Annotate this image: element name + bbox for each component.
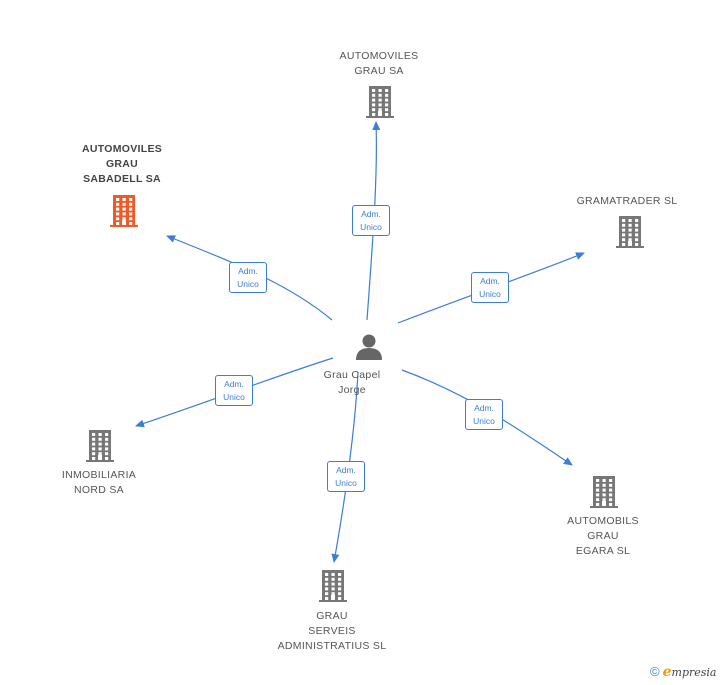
company-label-automoviles-grau-sabadell-sa[interactable]: AUTOMOVILES GRAU SABADELL SA xyxy=(81,143,163,185)
empresia-logo: empresia xyxy=(662,664,717,680)
edge-label-automoviles-grau-sabadell-sa[interactable]: Adm. Unico xyxy=(229,262,267,293)
building-icon-automoviles-grau-sabadell-sa[interactable] xyxy=(110,195,138,227)
building-icon-gramatrader-sl[interactable] xyxy=(616,216,644,248)
building-icon-inmobiliaria-nord-sa[interactable] xyxy=(86,430,114,462)
edge-label-inmobiliaria-nord-sa[interactable]: Adm. Unico xyxy=(215,375,253,406)
edge-label-gramatrader-sl[interactable]: Adm. Unico xyxy=(471,272,509,303)
edge-label-automoviles-grau-sa[interactable]: Adm. Unico xyxy=(352,205,390,236)
edge-label-automobils-grau-egara-sl[interactable]: Adm. Unico xyxy=(465,399,503,430)
footer-brand: ©empresia xyxy=(650,664,716,680)
copyright-symbol: © xyxy=(650,664,660,679)
building-icon-grau-serveis-administratius-sl[interactable] xyxy=(319,570,347,602)
building-icon-automoviles-grau-sa[interactable] xyxy=(366,86,394,118)
person-icon[interactable] xyxy=(356,334,382,361)
company-label-inmobiliaria-nord-sa[interactable]: INMOBILIARIA NORD SA xyxy=(61,469,137,496)
company-label-automoviles-grau-sa[interactable]: AUTOMOVILES GRAU SA xyxy=(339,50,419,77)
building-icon-automobils-grau-egara-sl[interactable] xyxy=(590,476,618,508)
person-name[interactable]: Grau Capel Jorge xyxy=(323,369,381,396)
company-label-automobils-grau-egara-sl[interactable]: AUTOMOBILS GRAU EGARA SL xyxy=(567,515,639,557)
company-label-grau-serveis-administratius-sl[interactable]: GRAU SERVEIS ADMINISTRATIUS SL xyxy=(277,610,387,652)
edge-label-grau-serveis-administratius-sl[interactable]: Adm. Unico xyxy=(327,461,365,492)
company-label-gramatrader-sl[interactable]: GRAMATRADER SL xyxy=(576,195,678,207)
